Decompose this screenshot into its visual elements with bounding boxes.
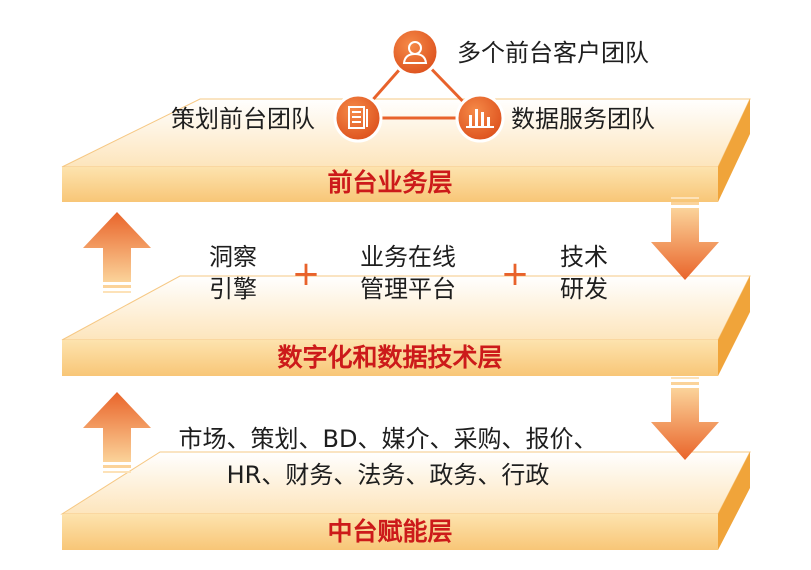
- plus-sign-2: +: [500, 254, 530, 294]
- tech-rnd-line2: 研发: [560, 275, 608, 303]
- up-arrow-upper: [83, 212, 151, 293]
- down-arrow-upper: [651, 197, 719, 280]
- online-platform-line2: 管理平台: [360, 275, 456, 303]
- insight-engine-line1: 洞察: [209, 243, 257, 271]
- tech-layer-slab: [61, 275, 751, 376]
- customer-team-label: 多个前台客户团队: [457, 39, 649, 67]
- middle-functions-line2: HR、财务、法务、政务、行政: [226, 461, 550, 489]
- plus-sign-1: +: [291, 254, 321, 294]
- online-platform-line1: 业务在线: [360, 243, 456, 271]
- insight-engine-line2: 引擎: [209, 275, 257, 303]
- middle-functions-line1: 市场、策划、BD、媒介、采购、报价、: [178, 425, 598, 453]
- tech-layer-title: 数字化和数据技术层: [277, 343, 503, 372]
- tech-rnd-line1: 技术: [560, 243, 608, 271]
- middle-layer-slab: [60, 451, 751, 550]
- front-layer-title: 前台业务层: [327, 168, 453, 197]
- middle-layer-title: 中台赋能层: [327, 517, 453, 546]
- front-layer-slab: [61, 98, 751, 202]
- document-icon: [333, 93, 383, 143]
- up-arrow-lower: [83, 392, 151, 473]
- down-arrow-lower: [651, 377, 719, 460]
- user-icon: [390, 27, 440, 77]
- planning-team-label: 策划前台团队: [171, 105, 315, 133]
- data-service-team-label: 数据服务团队: [511, 105, 655, 133]
- bar-chart-icon: [455, 93, 505, 143]
